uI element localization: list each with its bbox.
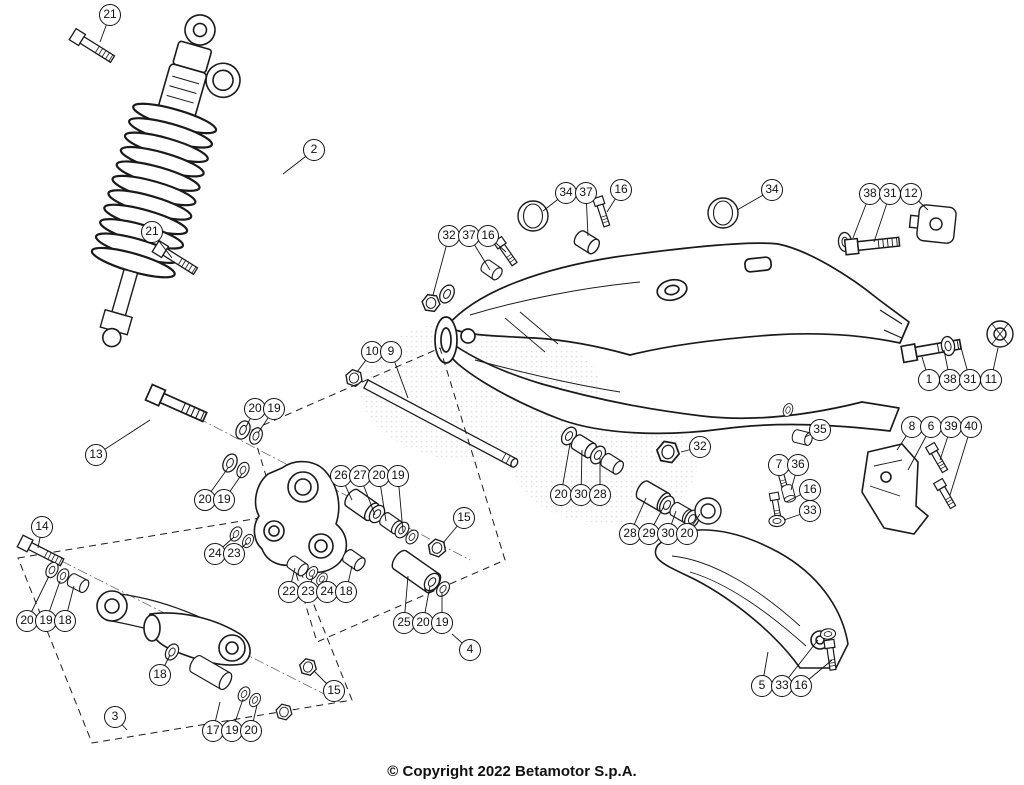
callout-34: 34 — [761, 179, 783, 201]
callout-38: 38 — [859, 183, 881, 205]
copyright-text: © Copyright 2022 Betamotor S.p.A. — [387, 763, 637, 780]
callout-9: 9 — [380, 341, 402, 363]
callout-20: 20 — [550, 484, 572, 506]
callout-8: 8 — [901, 416, 923, 438]
axle-adjuster-right — [986, 320, 1014, 348]
callout-27: 27 — [349, 465, 371, 487]
callout-24: 24 — [204, 543, 226, 565]
callout-12: 12 — [900, 183, 922, 205]
callout-23: 23 — [223, 543, 245, 565]
callout-35: 35 — [809, 419, 831, 441]
chain-guide-arm — [654, 529, 849, 669]
linkage-arm — [96, 590, 251, 666]
callout-15: 15 — [453, 507, 475, 529]
callout-37: 37 — [575, 182, 597, 204]
callout-16: 16 — [477, 225, 499, 247]
callout-5: 5 — [751, 675, 773, 697]
group-box-3 — [17, 514, 353, 744]
callout-16: 16 — [799, 479, 821, 501]
callout-25: 25 — [393, 612, 415, 634]
callout-28: 28 — [589, 484, 611, 506]
callout-20: 20 — [240, 720, 262, 742]
callout-36: 36 — [787, 454, 809, 476]
callout-18: 18 — [149, 664, 171, 686]
callout-33: 33 — [799, 500, 821, 522]
callout-31: 31 — [959, 369, 981, 391]
spacer-cap — [694, 497, 722, 525]
callout-13: 13 — [85, 444, 107, 466]
callout-19: 19 — [35, 610, 57, 632]
callout-29: 29 — [638, 523, 660, 545]
callout-34: 34 — [555, 182, 577, 204]
callout-19: 19 — [263, 398, 285, 420]
callout-6: 6 — [920, 416, 942, 438]
callout-23: 23 — [297, 581, 319, 603]
callout-40: 40 — [960, 416, 982, 438]
pivot-cap-left — [517, 200, 549, 232]
callout-32: 32 — [689, 436, 711, 458]
pivot-cap-right — [707, 197, 739, 229]
group-box-4 — [251, 347, 506, 643]
chain-adjuster-block — [908, 204, 957, 244]
callout-21: 21 — [141, 221, 163, 243]
callout-16: 16 — [790, 675, 812, 697]
callout-22: 22 — [278, 581, 300, 603]
callout-11: 11 — [980, 369, 1002, 391]
callout-19: 19 — [387, 465, 409, 487]
pivot-axle — [363, 379, 519, 468]
callout-20: 20 — [676, 523, 698, 545]
callout-1: 1 — [918, 369, 940, 391]
callout-14: 14 — [31, 516, 53, 538]
callout-19: 19 — [221, 720, 243, 742]
shock-absorber — [90, 14, 241, 348]
callout-19: 19 — [213, 489, 235, 511]
callout-3: 3 — [104, 706, 126, 728]
callout-2: 2 — [303, 139, 325, 161]
chain-guide-bracket — [861, 443, 929, 535]
callout-30: 30 — [570, 484, 592, 506]
linkage-rocker — [253, 460, 348, 574]
callout-38: 38 — [939, 369, 961, 391]
callout-18: 18 — [54, 610, 76, 632]
callout-28: 28 — [619, 523, 641, 545]
callout-20: 20 — [244, 398, 266, 420]
callout-16: 16 — [610, 179, 632, 201]
group-boxes — [17, 347, 506, 744]
callout-31: 31 — [879, 183, 901, 205]
callout-19: 19 — [431, 612, 453, 634]
callout-32: 32 — [438, 225, 460, 247]
shock-bolt-top — [68, 28, 117, 66]
callout-21: 21 — [99, 4, 121, 26]
callout-4: 4 — [459, 639, 481, 661]
callout-18: 18 — [335, 581, 357, 603]
callout-15: 15 — [323, 680, 345, 702]
callout-30: 30 — [657, 523, 679, 545]
callout-39: 39 — [940, 416, 962, 438]
callout-33: 33 — [771, 675, 793, 697]
swingarm — [434, 242, 910, 435]
